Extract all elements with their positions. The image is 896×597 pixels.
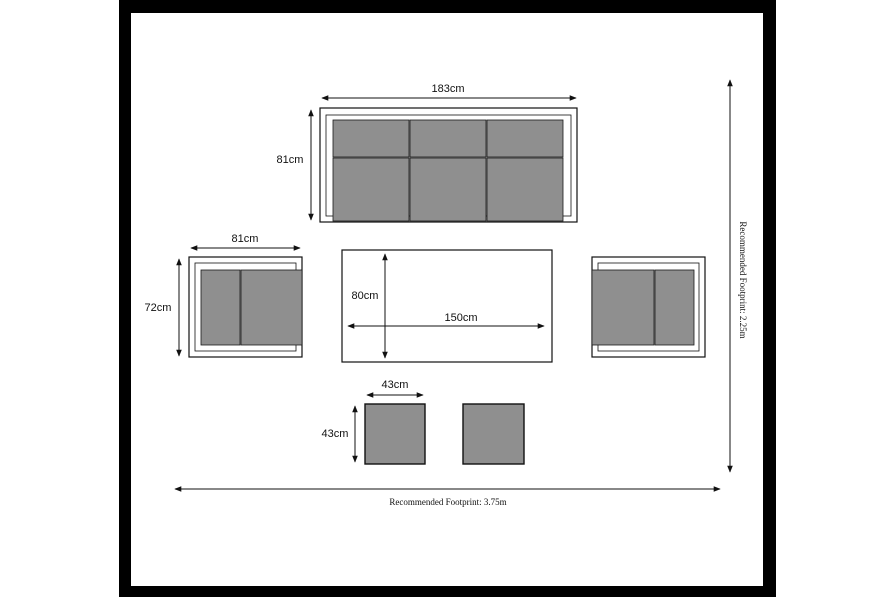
footprint-vertical-label: Recommended Footprint: 2.25m [738, 221, 748, 338]
armchair-right-back-cushion [654, 269, 695, 346]
armchair-depth-label: 72cm [145, 302, 172, 314]
armchair-right-seat-cushion [591, 269, 655, 346]
armchair-width-label: 81cm [232, 233, 259, 245]
sofa [319, 107, 578, 223]
stool-left [364, 403, 426, 465]
stool-depth-label: 43cm [322, 428, 349, 440]
table-width-label: 150cm [444, 312, 477, 324]
sofa-depth-label: 81cm [277, 154, 304, 166]
stool-width-label: 43cm [382, 379, 409, 391]
sofa-back-cushion [332, 119, 410, 158]
sofa-back-cushion [409, 119, 487, 158]
sofa-seat-cushion [332, 157, 410, 222]
footprint-horizontal-label: Recommended Footprint: 3.75m [389, 497, 506, 507]
stool-right [462, 403, 525, 465]
armchair-left [188, 256, 303, 358]
sofa-width-label: 183cm [431, 83, 464, 95]
armchair-right [591, 256, 706, 358]
table-top [341, 249, 553, 363]
armchair-left-seat-cushion [240, 269, 303, 346]
armchair-left-back-cushion [200, 269, 241, 346]
sofa-back-cushion [486, 119, 564, 158]
coffee-table [341, 249, 553, 363]
sofa-seat-cushion [486, 157, 564, 222]
table-depth-label: 80cm [352, 290, 379, 302]
sofa-seat-cushion [409, 157, 487, 222]
